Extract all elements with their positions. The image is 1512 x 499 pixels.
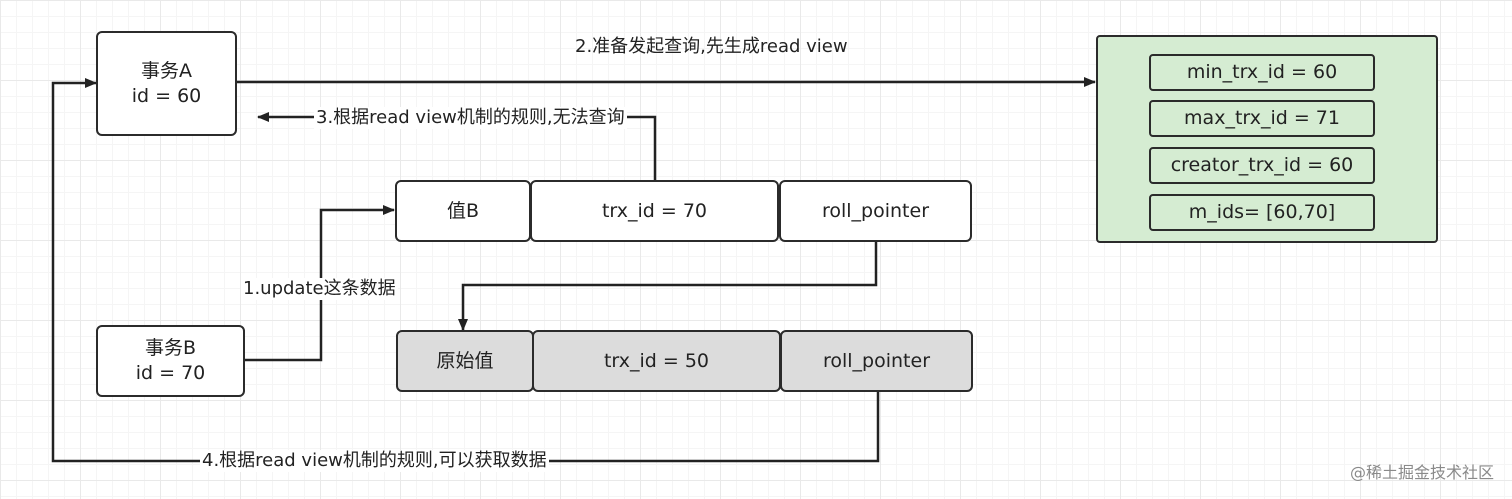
record-original-roll-pointer: roll_pointer — [780, 330, 973, 392]
step3-label: 3.根据read view机制的规则,无法查询 — [314, 107, 627, 129]
step2-label: 2.准备发起查询,先生成read view — [575, 36, 848, 57]
arrow-step4 — [51, 78, 880, 463]
record-b-trx-id-text: trx_id = 70 — [601, 199, 707, 222]
record-b-roll-pointer-text: roll_pointer — [821, 199, 930, 222]
step4-label: 4.根据read view机制的规则,可以获取数据 — [200, 450, 549, 472]
transaction-a-id: id = 60 — [131, 84, 202, 107]
read-view-min-trx-id: min_trx_id = 60 — [1149, 54, 1375, 91]
step1-label: 1.update这条数据 — [241, 278, 398, 300]
transaction-a-name: 事务A — [141, 59, 192, 82]
transaction-b-name: 事务B — [144, 337, 197, 359]
record-b-value: 值B — [395, 180, 531, 242]
record-original-roll-pointer-text: roll_pointer — [822, 349, 931, 372]
read-view-min-trx-id-text: min_trx_id = 60 — [1186, 61, 1338, 83]
transaction-a-box: 事务A id = 60 — [96, 31, 237, 136]
read-view-m-ids: m_ids= [60,70] — [1149, 194, 1375, 231]
read-view-creator-trx-id-text: creator_trx_id = 60 — [1170, 154, 1354, 176]
record-original-value: 原始值 — [396, 330, 534, 392]
arrow-roll-pointer — [458, 241, 878, 331]
watermark: @稀土掘金技术社区 — [1349, 463, 1494, 482]
record-b-value-text: 值B — [446, 199, 480, 222]
transaction-b-box: 事务B id = 70 — [96, 325, 245, 397]
record-b-roll-pointer: roll_pointer — [779, 180, 972, 242]
read-view-max-trx-id: max_trx_id = 71 — [1149, 100, 1375, 137]
read-view-m-ids-text: m_ids= [60,70] — [1188, 201, 1336, 223]
record-original-value-text: 原始值 — [436, 349, 494, 372]
record-original-trx-id-text: trx_id = 50 — [603, 349, 709, 372]
transaction-b-id: id = 70 — [135, 362, 206, 384]
read-view-creator-trx-id: creator_trx_id = 60 — [1149, 147, 1375, 184]
record-original-trx-id: trx_id = 50 — [532, 330, 781, 392]
read-view-max-trx-id-text: max_trx_id = 71 — [1184, 107, 1340, 129]
record-b-trx-id: trx_id = 70 — [530, 180, 779, 242]
